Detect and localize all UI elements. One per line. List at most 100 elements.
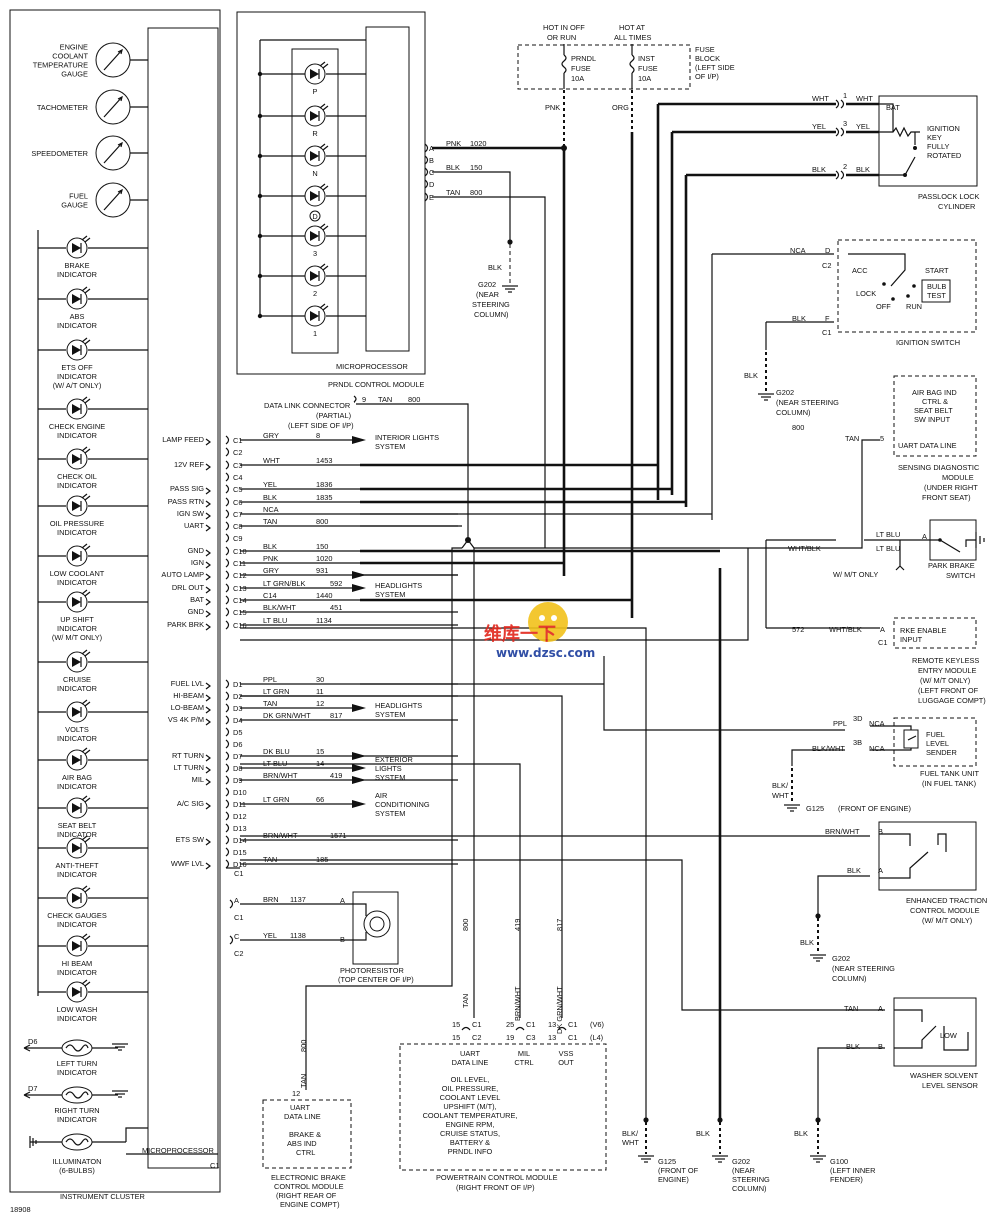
- prndl-bus-dot: [257, 113, 263, 119]
- connector-symbol-icon: [225, 787, 230, 797]
- sdm-box2: CTRL &: [922, 397, 948, 406]
- indicator-lamp-icon: [66, 747, 91, 771]
- cluster-pin-number: C13: [233, 584, 247, 593]
- cluster-wire-circuit: 12: [316, 699, 324, 708]
- indicator-label-line: INDICATOR: [57, 968, 97, 977]
- cluster-wire-circuit: 1134: [316, 616, 332, 625]
- indicator-lamp-icon-rays: [81, 286, 91, 294]
- passlock-title1: PASSLOCK LOCK: [918, 192, 980, 201]
- prndl-led-3: D: [257, 183, 366, 222]
- turn-filament: [65, 1044, 89, 1052]
- cluster-pin-number: C8: [233, 522, 242, 531]
- cluster-pin-D15: D15: [225, 847, 247, 857]
- cluster-pin-arrow-icon: [205, 500, 211, 508]
- connector-symbol-icon: [424, 179, 429, 189]
- prndl-wire-color: PNK: [446, 139, 461, 148]
- cluster-pin-arrow-icon: [205, 573, 211, 581]
- pcm-pin2: 15: [452, 1033, 460, 1042]
- connector-symbol-icon: [225, 484, 230, 494]
- indicator-lamp-icon-diode: [72, 597, 81, 607]
- cluster-pin-arrow-icon: [205, 438, 211, 446]
- indicator-lamp-icon-ring: [66, 837, 88, 859]
- system-label-line: CONDITIONING: [375, 800, 430, 809]
- cluster-pin-arrow-icon: [205, 838, 211, 846]
- bottom-ground-splice: [643, 1117, 649, 1123]
- washer-title2: LEVEL SENSOR: [922, 1081, 978, 1090]
- ebcm-info3: CTRL: [296, 1148, 315, 1157]
- prndl-led-icon-diode: [310, 191, 319, 201]
- dlc-pin: 9: [362, 395, 366, 404]
- sdm-pin: 5: [880, 434, 884, 443]
- fuse-hot2-line1: HOT AT: [619, 23, 645, 32]
- prndl-led-icon: [304, 183, 329, 207]
- indicator-label-line: CHECK ENGINE: [49, 422, 105, 431]
- wire-tan-800-dlc: [356, 403, 469, 540]
- cluster-wire-color: GRY: [263, 431, 279, 440]
- pcm-info-line: CRUISE STATUS,: [440, 1129, 500, 1138]
- prndl-led-icon: [304, 303, 329, 327]
- prndl-bus-dot: [257, 233, 263, 239]
- indicator-label-line: SEAT BELT: [58, 821, 97, 830]
- etcm-pin-a: A: [878, 866, 883, 875]
- prndl-pin-letter: B: [429, 156, 434, 165]
- bottom-ground-color: BLK: [794, 1129, 808, 1138]
- watermark-eye-right: [551, 615, 557, 621]
- washer-pin-b: B: [878, 1042, 883, 1051]
- system-arrow-icon: [352, 764, 366, 772]
- sdm-circuit: 800: [792, 423, 804, 432]
- prndl-bus-dot: [257, 193, 263, 199]
- indicator-label-line: UP SHIFT: [60, 615, 94, 624]
- ign-acc: ACC: [852, 266, 868, 275]
- pcm-col-label: VSS: [559, 1049, 574, 1058]
- passlock-color-left: YEL: [812, 122, 826, 131]
- cluster-wire-color: LT GRN: [263, 687, 289, 696]
- prndl-position-label: 1: [313, 329, 317, 338]
- fuel-pin1: 3D: [853, 714, 862, 723]
- indicator-label-line: CHECK GAUGES: [47, 911, 107, 920]
- illum-label-line: (6-BULBS): [59, 1166, 95, 1175]
- indicator-label-line: (W/ A/T ONLY): [53, 381, 102, 390]
- indicator-lamp-icon-ring: [66, 237, 88, 259]
- sdm-box1: AIR BAG IND: [912, 388, 957, 397]
- turn-ground-icon: [112, 1043, 128, 1051]
- washer-color-a: TAN: [844, 1004, 858, 1013]
- cluster-wire-circuit: 800: [316, 517, 328, 526]
- park-brake-title1: PARK BRAKE: [928, 561, 975, 570]
- gauge-label-line: TEMPERATURE: [33, 61, 88, 70]
- cluster-pin-arrow-icon: [205, 487, 211, 495]
- indicator-lamp-icon-diode: [72, 551, 81, 561]
- fuel-sender-internal: [894, 725, 917, 751]
- connector-symbol-icon: [424, 155, 429, 165]
- indicator-lamp-icon-diode: [72, 941, 81, 951]
- sdm-color: TAN: [845, 434, 859, 443]
- gauge-needle-tip: [117, 48, 123, 55]
- photo-wire-color: BRN: [263, 895, 279, 904]
- pcm-col-label: MIL: [518, 1049, 530, 1058]
- ign-run: RUN: [906, 302, 922, 311]
- connector-symbol-icon: [225, 691, 230, 701]
- prndl-led-icon-rays: [319, 183, 329, 191]
- fuse-block-label1: FUSE: [695, 45, 715, 54]
- prndl-pin-B: B: [424, 155, 434, 165]
- etcm-color-b: BRN/WHT: [825, 827, 860, 836]
- fuse2-rating: 10A: [638, 74, 651, 83]
- cluster-wire-color: BLK/WHT: [263, 603, 296, 612]
- illum-to-micro: [125, 1127, 148, 1142]
- cluster-pin-number: C6: [233, 498, 242, 507]
- connector-symbol-icon: [225, 533, 230, 543]
- connector-symbol-icon: [225, 497, 230, 507]
- pcm-conn2: C1: [568, 1033, 577, 1042]
- fuel-ground-label: G125: [806, 804, 824, 813]
- watermark: 维库一下 www.dzsc.com: [484, 602, 595, 660]
- connector-symbol-icon: [225, 703, 230, 713]
- bottom-ground-label: G202: [732, 1157, 750, 1166]
- indicator-lamp-icon-rays: [81, 979, 91, 987]
- bottom-ground-icon: [638, 1155, 654, 1163]
- photoresistor-leads: [353, 903, 367, 941]
